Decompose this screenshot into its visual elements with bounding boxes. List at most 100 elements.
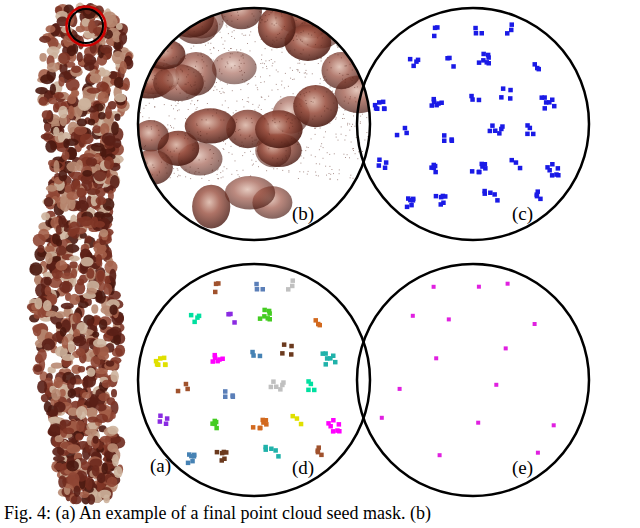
cloud-dot bbox=[188, 109, 189, 110]
cloud-dot bbox=[190, 103, 191, 104]
seed-point bbox=[73, 430, 84, 439]
cloud-dot bbox=[180, 93, 181, 94]
cloud-dot bbox=[225, 138, 226, 139]
cloud-dot bbox=[284, 26, 285, 27]
cloud-dot bbox=[297, 70, 298, 71]
seed-point bbox=[38, 245, 45, 253]
cloud-dot bbox=[189, 34, 190, 35]
cloud-dot bbox=[186, 76, 187, 77]
cloud-dot bbox=[298, 69, 299, 70]
seed-point bbox=[107, 397, 115, 405]
cloud-dot bbox=[158, 88, 159, 89]
seed-point bbox=[76, 420, 85, 432]
seed-point bbox=[119, 32, 127, 45]
cloud-dot bbox=[247, 43, 248, 44]
cloud-dot bbox=[200, 73, 201, 74]
cloud-dot bbox=[262, 67, 263, 68]
point-cloud-mask bbox=[27, 3, 134, 505]
cloud-dot bbox=[185, 84, 186, 85]
cloud-dot bbox=[348, 103, 349, 104]
cloud-dot bbox=[319, 149, 320, 150]
cloud-dot bbox=[175, 105, 176, 106]
cloud-dot bbox=[301, 106, 302, 107]
cloud-dot bbox=[197, 100, 198, 101]
cloud-dot bbox=[279, 121, 280, 122]
cloud-dot bbox=[179, 45, 180, 46]
cloud-dot bbox=[146, 105, 147, 106]
cloud-dot bbox=[315, 44, 316, 45]
cloud-dot bbox=[272, 158, 273, 159]
cloud-dot bbox=[152, 79, 153, 80]
cloud-dot bbox=[154, 107, 155, 108]
seed-blob bbox=[153, 64, 204, 101]
cloud-dot bbox=[333, 103, 334, 104]
cloud-dot bbox=[194, 93, 195, 94]
seed-point bbox=[110, 437, 121, 443]
cloud-dot bbox=[238, 15, 239, 16]
cloud-dot bbox=[301, 112, 302, 113]
seed-point bbox=[85, 478, 92, 491]
cloud-dot bbox=[221, 177, 222, 178]
cloud-dot bbox=[344, 110, 345, 111]
cloud-dot bbox=[266, 36, 267, 37]
cloud-dot bbox=[320, 146, 321, 147]
seed-point bbox=[56, 322, 62, 329]
cloud-dot bbox=[143, 108, 144, 109]
cloud-dot bbox=[346, 65, 347, 66]
cloud-dot bbox=[326, 108, 327, 109]
cloud-dot bbox=[186, 93, 187, 94]
cloud-dot bbox=[360, 121, 361, 122]
cloud-dot bbox=[328, 108, 329, 109]
cloud-dot bbox=[208, 90, 209, 91]
cloud-dot bbox=[305, 122, 306, 123]
cloud-dot bbox=[285, 155, 286, 156]
seed-point bbox=[41, 212, 50, 220]
cloud-dot bbox=[147, 46, 148, 47]
cloud-dot bbox=[189, 172, 190, 173]
cloud-dot bbox=[357, 47, 358, 48]
cloud-dot bbox=[196, 89, 197, 90]
cloud-dot bbox=[308, 147, 309, 148]
cloud-dot bbox=[272, 108, 273, 109]
seed-point bbox=[33, 234, 46, 247]
cloud-dot bbox=[179, 109, 180, 110]
cloud-dot bbox=[272, 65, 273, 66]
cloud-dot bbox=[355, 44, 356, 45]
cloud-dot bbox=[173, 57, 174, 58]
cloud-dot bbox=[349, 124, 350, 125]
cloud-dot bbox=[329, 166, 330, 167]
cloud-dot bbox=[320, 14, 321, 15]
cloud-dot bbox=[201, 43, 202, 44]
cloud-dot bbox=[142, 116, 143, 117]
cloud-dot bbox=[163, 21, 164, 22]
seed-point bbox=[61, 354, 74, 361]
seed-point bbox=[68, 106, 75, 120]
cloud-dot bbox=[193, 72, 194, 73]
cloud-dot bbox=[146, 162, 147, 163]
cloud-dot bbox=[356, 35, 357, 36]
cloud-dot bbox=[221, 73, 222, 74]
cloud-dot bbox=[250, 175, 251, 176]
cloud-dot bbox=[303, 171, 304, 172]
cloud-dot bbox=[145, 62, 146, 63]
cloud-dot bbox=[293, 103, 294, 104]
cloud-dot bbox=[219, 91, 220, 92]
cloud-dot bbox=[298, 133, 299, 134]
cloud-dot bbox=[335, 111, 336, 112]
cloud-dot bbox=[242, 54, 243, 55]
cloud-dot bbox=[368, 19, 369, 20]
cloud-dot bbox=[357, 60, 358, 61]
cloud-dot bbox=[318, 63, 319, 64]
seed-point bbox=[76, 188, 86, 198]
cloud-dot bbox=[309, 55, 310, 56]
cloud-dot bbox=[362, 114, 363, 115]
cloud-dot bbox=[330, 25, 331, 26]
cloud-dot bbox=[328, 122, 329, 123]
seed-point bbox=[45, 252, 52, 264]
cloud-dot bbox=[306, 92, 307, 93]
cloud-dot bbox=[231, 36, 232, 37]
cloud-dot bbox=[297, 39, 298, 40]
cloud-dot bbox=[195, 84, 196, 85]
seed-point bbox=[70, 377, 76, 385]
cloud-dot bbox=[276, 17, 277, 18]
